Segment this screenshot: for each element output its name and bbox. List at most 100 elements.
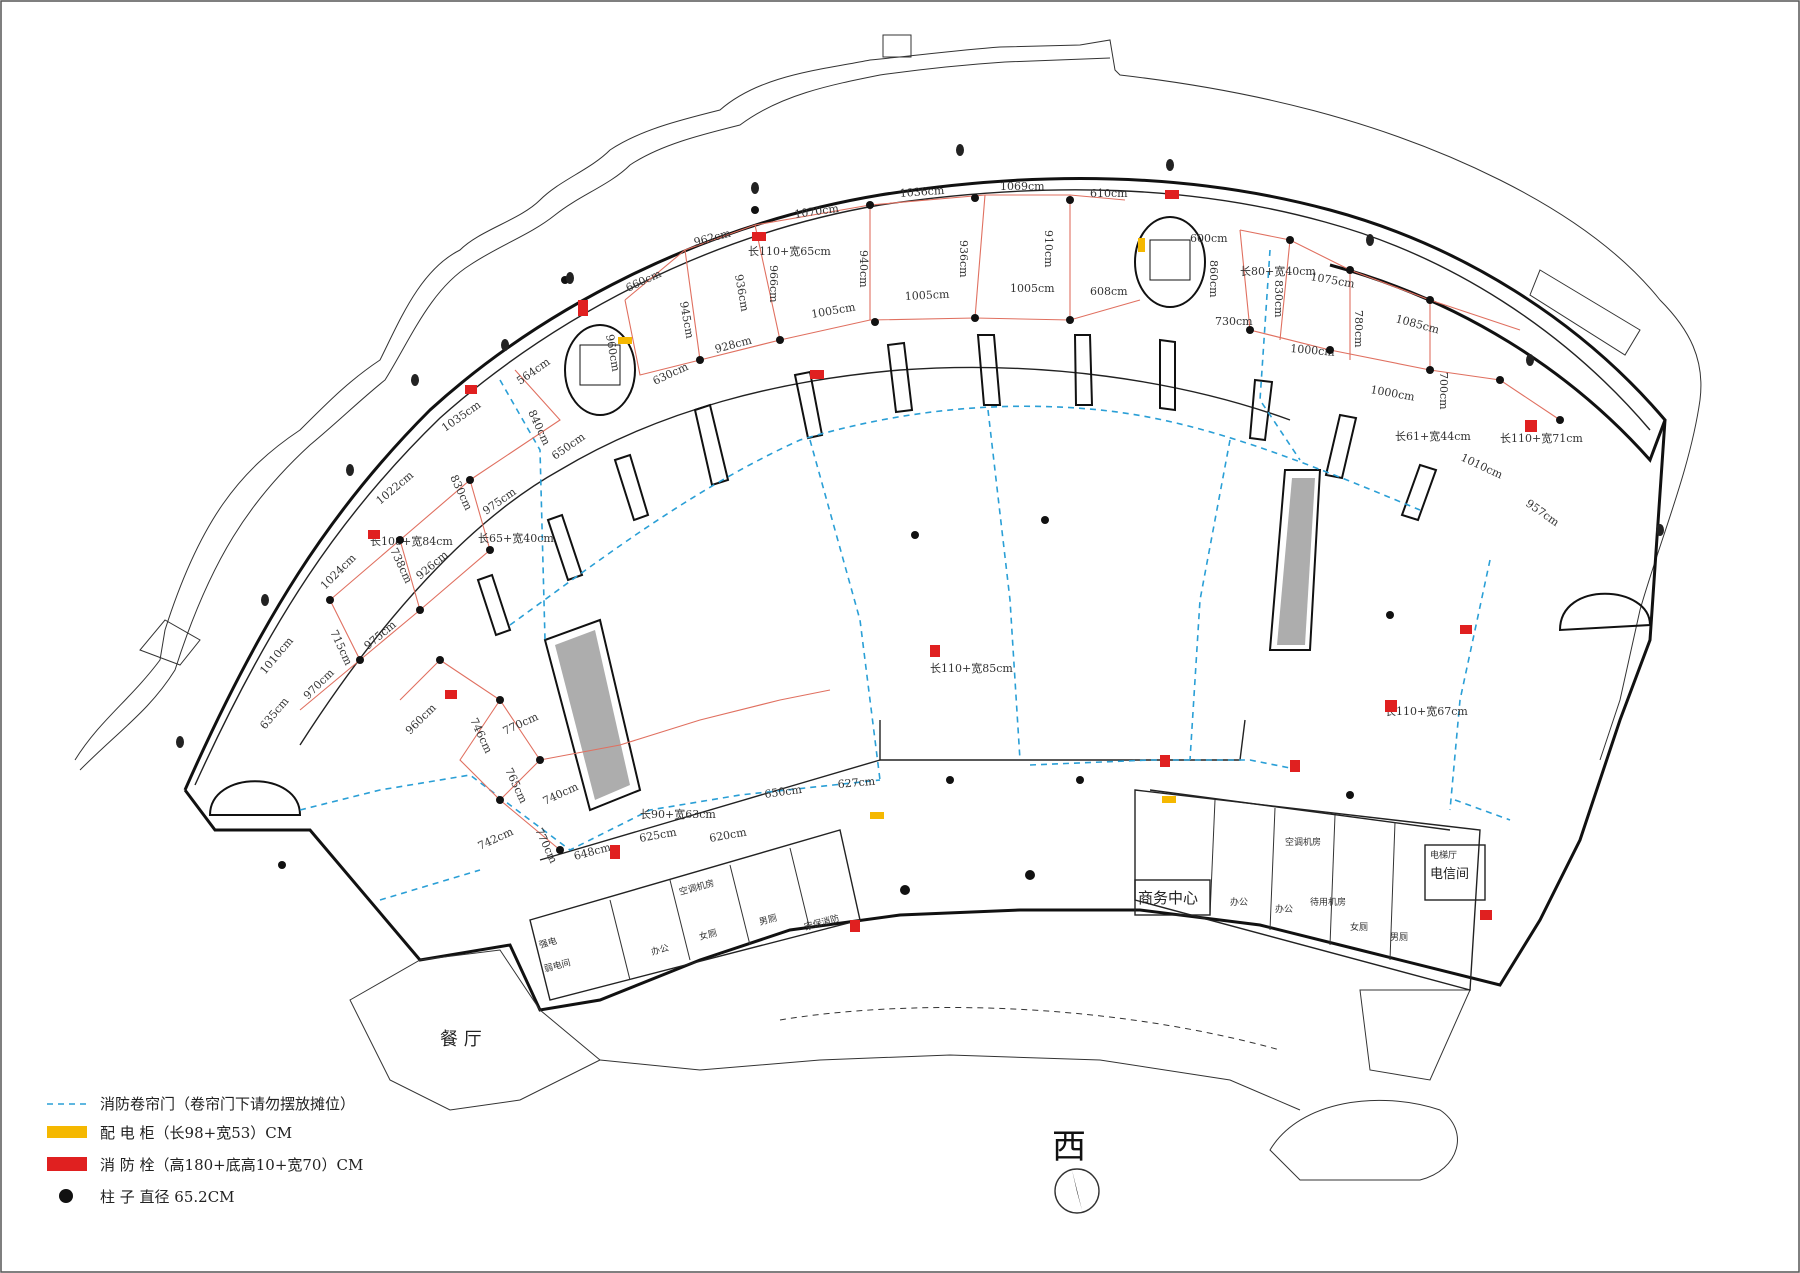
site-marker bbox=[882, 34, 912, 58]
room-toilet-left: 女厕 bbox=[698, 927, 719, 943]
dim-label: 1036cm bbox=[899, 184, 945, 200]
dim-label: 627cm bbox=[837, 775, 876, 791]
room-office-right-1: 办公 bbox=[1230, 896, 1248, 908]
fire-shutter-right-vertical bbox=[1259, 249, 1301, 461]
fire-shutter-radial-2 bbox=[987, 409, 1021, 761]
room-office-left: 办公 bbox=[650, 942, 671, 958]
legend-shutter-label: 消防卷帘门（卷帘门下请勿摆放摊位） bbox=[100, 1095, 355, 1113]
side-ramp bbox=[1529, 269, 1641, 356]
dim-label: 1005cm bbox=[1010, 282, 1055, 295]
dim-label: 770cm bbox=[501, 710, 541, 738]
dim-label: 1070cm bbox=[794, 202, 841, 221]
fire-shutter-ring bbox=[509, 405, 1421, 626]
dim-label: 730cm bbox=[1215, 315, 1253, 328]
dim-label: 1005cm bbox=[810, 300, 857, 321]
fire-shutter-radial-3 bbox=[1189, 439, 1231, 761]
legend-cabinet-label: 配 电 柜（长98+宽53）CM bbox=[100, 1124, 292, 1142]
dim-label: 940cm bbox=[857, 250, 870, 288]
atrium-wall bbox=[879, 719, 1246, 761]
dim-label: 564cm bbox=[514, 355, 553, 388]
booth-label: 长110+宽71cm bbox=[1500, 431, 1583, 445]
dim-label: 1022cm bbox=[374, 468, 417, 507]
dim-label: 1010cm bbox=[1459, 451, 1505, 482]
wall-slabs bbox=[476, 334, 1438, 637]
dim-label: 700cm bbox=[1437, 372, 1450, 410]
booth-label: 长108+宽84cm bbox=[370, 534, 453, 548]
columns bbox=[278, 194, 1564, 895]
dim-label: 830cm bbox=[1272, 280, 1285, 318]
dim-label: 936cm bbox=[732, 273, 751, 313]
dim-label: 742cm bbox=[476, 825, 516, 853]
fire-shutter-right bbox=[1454, 799, 1511, 821]
dim-label: 1010cm bbox=[257, 634, 296, 677]
dim-label: 715cm bbox=[327, 628, 355, 668]
booth-labels: 长110+宽65cm 长108+宽84cm 长65+宽40cm 长110+宽85… bbox=[370, 244, 1583, 821]
dim-label: 945cm bbox=[677, 300, 696, 340]
dim-label: 608cm bbox=[1090, 285, 1128, 298]
booth-label: 长110+宽85cm bbox=[930, 661, 1013, 675]
building-outer-wall bbox=[183, 177, 1667, 791]
dim-label: 966cm bbox=[767, 265, 780, 303]
dim-label: 630cm bbox=[651, 360, 691, 388]
legend-cabinet-icon bbox=[47, 1126, 87, 1138]
room-restaurant: 餐 厅 bbox=[440, 1029, 482, 1050]
room-labels: 餐 厅 商务中心 电信间 空调机房 空调机房 办公 办公 办公 女厕 男厕 男厕… bbox=[440, 836, 1469, 1050]
electrical-cabinets bbox=[618, 238, 1176, 819]
right-service-wall bbox=[1149, 789, 1451, 831]
booth-label: 长80+宽40cm bbox=[1240, 264, 1316, 278]
room-toilet-right: 男厕 bbox=[1390, 932, 1408, 943]
room-standby: 待用机房 bbox=[1310, 896, 1346, 908]
site-boundary bbox=[74, 39, 1702, 761]
left-service-wall bbox=[539, 759, 881, 861]
fire-shutter-atrium bbox=[1029, 759, 1301, 771]
room-power: 强电 bbox=[538, 935, 559, 951]
dim-label: 957cm bbox=[1523, 497, 1562, 530]
stairwell-left bbox=[564, 324, 636, 416]
stairwell-right bbox=[1134, 216, 1206, 308]
compass-label: 西 bbox=[1052, 1127, 1086, 1167]
dim-label: 738cm bbox=[387, 546, 415, 586]
plaza-pad bbox=[1269, 1099, 1458, 1181]
dim-label: 910cm bbox=[1042, 230, 1055, 268]
dim-label: 740cm bbox=[541, 780, 581, 808]
dim-label: 1085cm bbox=[1394, 312, 1441, 336]
building-outer-wall-inner bbox=[194, 189, 1651, 786]
room-business-center: 商务中心 bbox=[1138, 889, 1198, 907]
front-plaza-edge bbox=[599, 1054, 1301, 1111]
room-telecom: 电信间 bbox=[1430, 867, 1469, 882]
dim-label: 610cm bbox=[1090, 187, 1128, 200]
room-power-2: 弱电间 bbox=[543, 956, 572, 975]
booth-label: 长61+宽44cm bbox=[1395, 429, 1471, 443]
dim-label: 770cm bbox=[532, 826, 560, 866]
room-lift-hall: 电梯厅 bbox=[1430, 849, 1457, 861]
booth-label: 长110+宽67cm bbox=[1385, 704, 1468, 718]
dim-label: 625cm bbox=[638, 826, 678, 845]
fire-shutter-restaurant bbox=[379, 869, 481, 901]
room-office-right-2: 办公 bbox=[1275, 903, 1293, 915]
compass-circle-icon bbox=[1054, 1168, 1100, 1214]
dim-label: 962cm bbox=[692, 226, 732, 248]
dim-label: 1000cm bbox=[1290, 342, 1336, 359]
fire-shutter-radial-1 bbox=[809, 439, 881, 781]
dimension-labels: 1070cm 1036cm 1069cm 610cm 962cm 966cm 9… bbox=[257, 180, 1562, 866]
room-toilet-right-2: 女厕 bbox=[1350, 921, 1368, 933]
dim-label: 928cm bbox=[713, 333, 753, 355]
dim-label: 1069cm bbox=[1000, 180, 1045, 193]
dim-label: 1024cm bbox=[318, 551, 359, 592]
inner-ring-wall bbox=[299, 366, 1291, 746]
dim-label: 1035cm bbox=[439, 398, 483, 435]
business-center-room bbox=[1134, 879, 1211, 916]
dim-label: 650cm bbox=[764, 783, 804, 801]
dim-label: 746cm bbox=[467, 716, 495, 756]
booth-label: 长110+宽65cm bbox=[748, 244, 831, 258]
booth-label: 长65+宽40cm bbox=[478, 531, 554, 545]
dim-label: 975cm bbox=[362, 618, 400, 652]
escalator-left bbox=[543, 618, 642, 812]
left-wing-wall bbox=[183, 419, 1667, 1012]
dim-label: 600cm bbox=[1190, 232, 1228, 245]
fire-shutter-left-wing bbox=[299, 774, 881, 851]
dim-label: 926cm bbox=[414, 548, 452, 582]
dim-label: 765cm bbox=[502, 766, 530, 806]
